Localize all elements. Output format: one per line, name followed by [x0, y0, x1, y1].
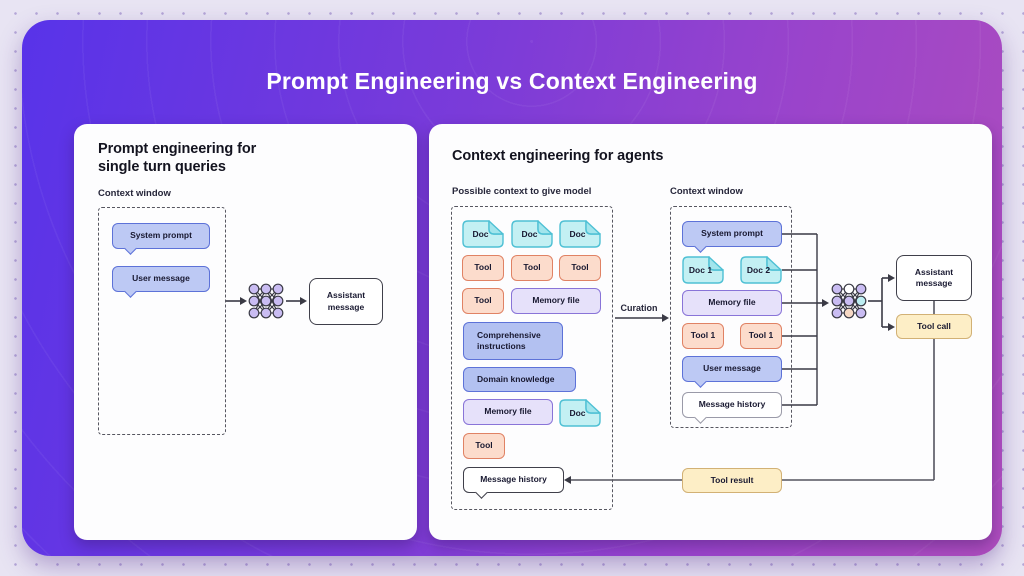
llm-icon — [831, 283, 867, 319]
left-context-window-box — [98, 207, 226, 435]
cw-user-message: User message — [682, 356, 782, 382]
doc-icon: Doc — [511, 220, 553, 248]
right-context-window-label: Context window — [670, 186, 743, 197]
memory-file-box: Memory file — [463, 399, 553, 425]
output-tool-call: Tool call — [896, 314, 972, 339]
tool-box: Tool — [462, 288, 504, 314]
left-panel-title: Prompt engineering for single turn queri… — [98, 141, 257, 175]
tool-box: Tool — [559, 255, 601, 281]
cw-tool-1: Tool 1 — [682, 323, 724, 349]
node-system-prompt: System prompt — [112, 223, 210, 249]
doc-icon: Doc — [559, 220, 601, 248]
left-connectors — [226, 297, 307, 305]
gradient-card: Prompt Engineering vs Context Engineerin… — [22, 20, 1002, 556]
possible-context-label: Possible context to give model — [452, 186, 592, 197]
output-assistant-message: Assistant message — [896, 255, 972, 301]
cw-tool-1: Tool 1 — [740, 323, 782, 349]
left-context-window-label: Context window — [98, 188, 171, 199]
curation-label: Curation — [620, 303, 658, 313]
right-panel-title: Context engineering for agents — [452, 148, 664, 164]
memory-file-box: Memory file — [511, 288, 601, 314]
right-context-window-box — [670, 206, 792, 428]
cw-memory-file: Memory file — [682, 290, 782, 316]
llm-icon — [248, 283, 284, 319]
doc-icon: Doc 1 — [682, 256, 724, 284]
doc-icon: Doc — [462, 220, 504, 248]
pool-message-history-box: Message history — [463, 467, 564, 493]
node-assistant-message: Assistant message — [309, 278, 383, 325]
possible-context-box — [451, 206, 613, 510]
tool-box: Tool — [463, 433, 505, 459]
context-engineering-panel: Context engineering for agents Possible … — [429, 124, 992, 540]
domain-knowledge-box: Domain knowledge — [463, 367, 576, 392]
tool-box: Tool — [462, 255, 504, 281]
tool-result-box: Tool result — [682, 468, 782, 493]
comprehensive-instructions-box: Comprehensive instructions — [463, 322, 563, 360]
doc-icon: Doc 2 — [740, 256, 782, 284]
cw-system-prompt: System prompt — [682, 221, 782, 247]
tool-box: Tool — [511, 255, 553, 281]
doc-icon: Doc — [559, 399, 601, 427]
page-title: Prompt Engineering vs Context Engineerin… — [266, 68, 758, 94]
node-user-message: User message — [112, 266, 210, 292]
prompt-engineering-panel: Prompt engineering for single turn queri… — [74, 124, 417, 540]
cw-message-history: Message history — [682, 392, 782, 418]
